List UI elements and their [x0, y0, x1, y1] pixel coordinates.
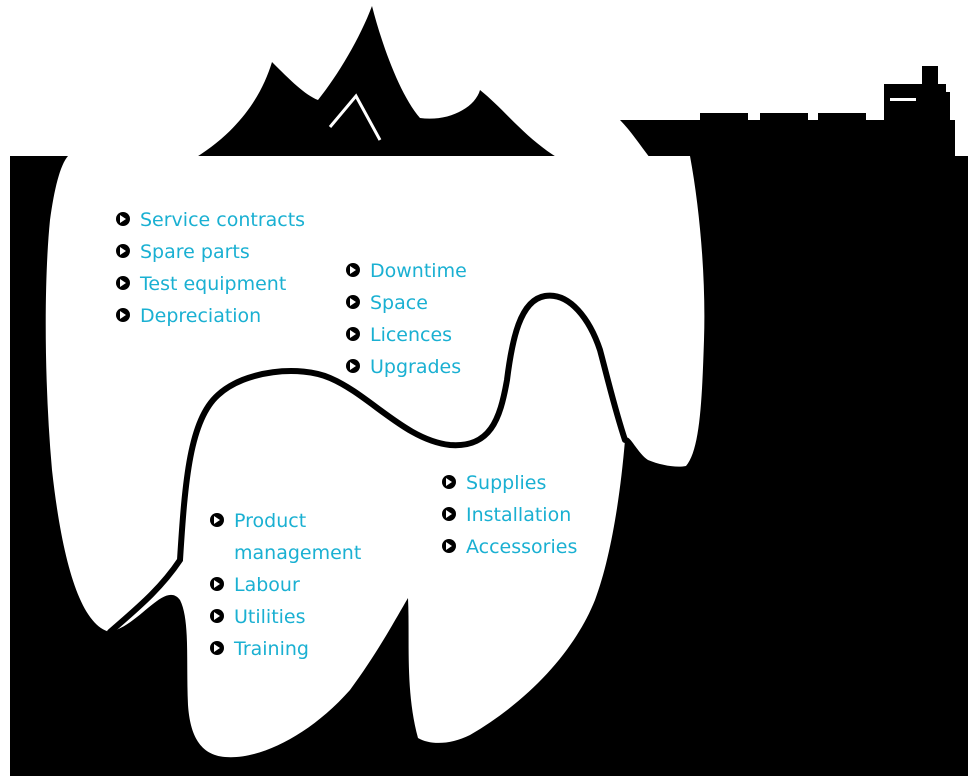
- cargo-ship-icon: [620, 66, 955, 158]
- circle-arrow-right-icon: [210, 609, 224, 623]
- circle-arrow-right-icon: [116, 276, 130, 290]
- circle-arrow-right-icon: [346, 359, 360, 373]
- cost-group-2: Downtime Space Licences Upgrades: [346, 255, 467, 383]
- cost-label: Product management: [234, 510, 362, 564]
- ship-window: [890, 98, 916, 101]
- cost-label: Licences: [370, 324, 453, 346]
- list-item: Training: [210, 633, 404, 665]
- list-item: Space: [346, 287, 467, 319]
- cost-label: Test equipment: [140, 273, 287, 295]
- circle-arrow-right-icon: [210, 577, 224, 591]
- list-item: Accessories: [442, 531, 577, 563]
- cost-label: Accessories: [466, 536, 578, 558]
- iceberg-underwater: [45, 156, 705, 758]
- list-item: Product management: [210, 505, 404, 569]
- cost-label: Installation: [466, 504, 572, 526]
- circle-arrow-right-icon: [116, 308, 130, 322]
- cost-group-1: Service contracts Spare parts Test equip…: [116, 204, 305, 332]
- cost-label: Supplies: [466, 472, 547, 494]
- circle-arrow-right-icon: [346, 295, 360, 309]
- list-item: Labour: [210, 569, 404, 601]
- cost-label: Depreciation: [140, 305, 262, 327]
- list-item: Utilities: [210, 601, 404, 633]
- iceberg-tip-highlight: [328, 93, 382, 141]
- cost-label: Utilities: [234, 606, 306, 628]
- circle-arrow-right-icon: [442, 507, 456, 521]
- list-item: Downtime: [346, 255, 467, 287]
- list-item: Depreciation: [116, 300, 305, 332]
- list-item: Supplies: [442, 467, 577, 499]
- circle-arrow-right-icon: [116, 212, 130, 226]
- cost-label: Labour: [234, 574, 300, 596]
- circle-arrow-right-icon: [442, 539, 456, 553]
- list-item: Installation: [442, 499, 577, 531]
- cost-group-3: Product management Labour Utilities Trai…: [210, 505, 404, 665]
- circle-arrow-right-icon: [346, 327, 360, 341]
- cost-label: Space: [370, 292, 428, 314]
- cost-label: Downtime: [370, 260, 467, 282]
- circle-arrow-right-icon: [442, 475, 456, 489]
- circle-arrow-right-icon: [210, 513, 224, 527]
- list-item: Test equipment: [116, 268, 305, 300]
- cost-label: Spare parts: [140, 241, 250, 263]
- list-item: Licences: [346, 319, 467, 351]
- iceberg-tip: [195, 6, 558, 158]
- circle-arrow-right-icon: [116, 244, 130, 258]
- circle-arrow-right-icon: [210, 641, 224, 655]
- cost-group-4: Supplies Installation Accessories: [442, 467, 577, 563]
- cost-label: Service contracts: [140, 209, 306, 231]
- cost-zone-divider: [107, 292, 628, 635]
- list-item: Spare parts: [116, 236, 305, 268]
- cost-label: Training: [234, 638, 309, 660]
- cost-label: Upgrades: [370, 356, 462, 378]
- list-item: Upgrades: [346, 351, 467, 383]
- list-item: Service contracts: [116, 204, 305, 236]
- circle-arrow-right-icon: [346, 263, 360, 277]
